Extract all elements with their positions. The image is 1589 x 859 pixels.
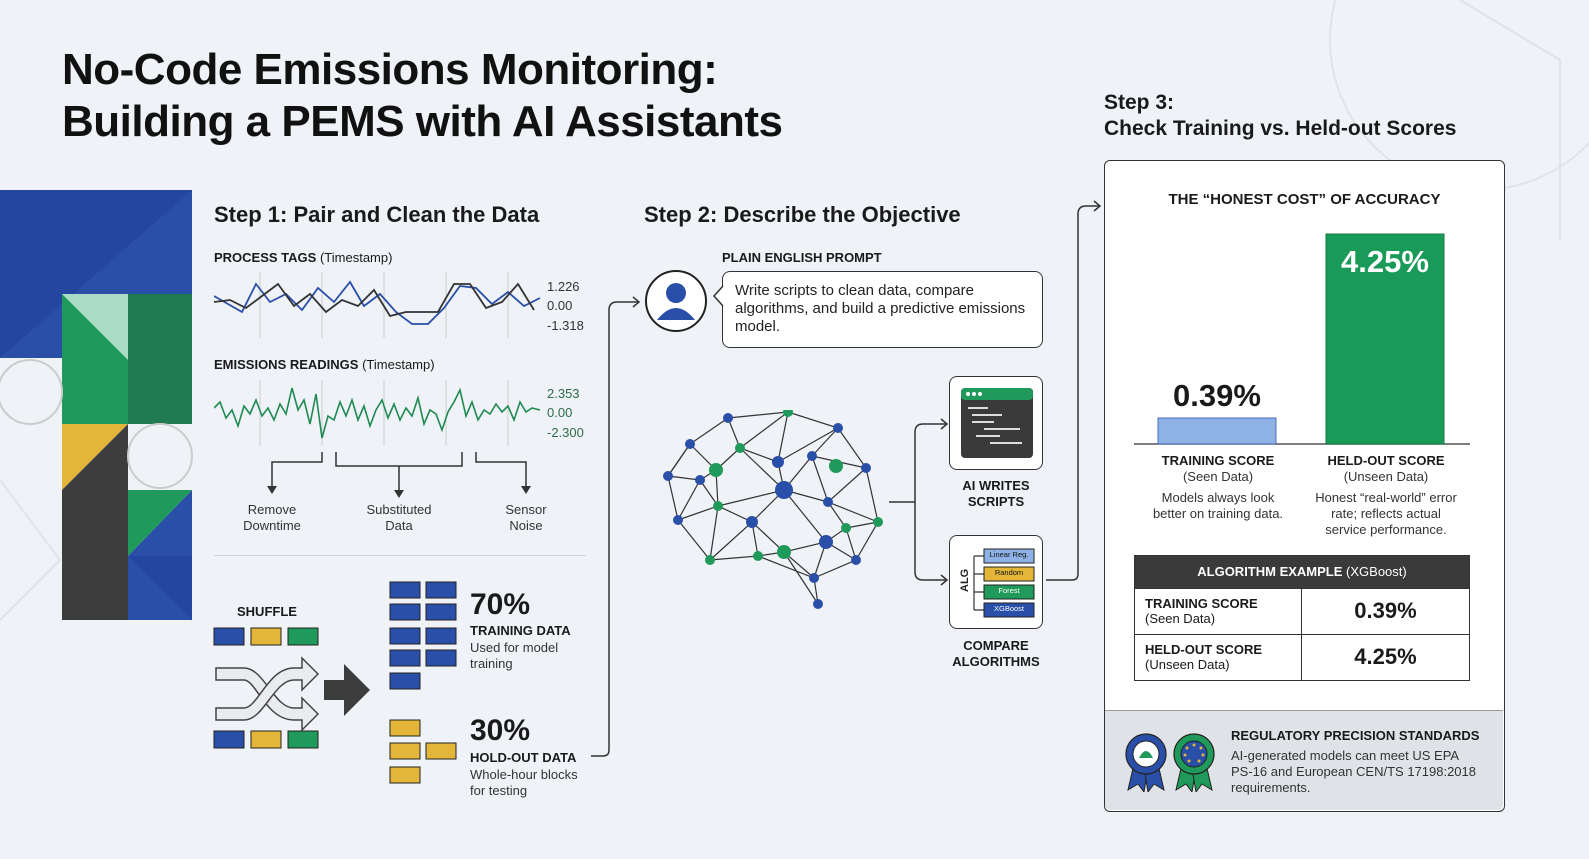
- branch-arrows: [889, 418, 949, 586]
- training-score-title: TRAINING SCORE: [1161, 453, 1275, 468]
- prompt-bubble: Write scripts to clean data, compare alg…: [722, 271, 1043, 348]
- emissions-readings-label: EMISSIONS READINGS (Timestamp): [214, 357, 435, 372]
- row-value: 4.25%: [1354, 644, 1417, 669]
- training-data-label: TRAINING DATA: [470, 623, 571, 638]
- emissions-tick-high: 2.353: [547, 386, 580, 401]
- regulatory-title: REGULATORY PRECISION STANDARDS: [1231, 728, 1480, 743]
- training-score-sub: (Seen Data): [1182, 469, 1254, 484]
- certification-badge-icons: [1125, 733, 1215, 792]
- process-tick-low: -1.318: [547, 318, 584, 333]
- algorithm-table-header: ALGORITHM EXAMPLE (XGBoost): [1135, 556, 1469, 588]
- row-label: TRAINING SCORE(Seen Data): [1135, 589, 1302, 634]
- honest-cost-title: THE “HONEST COST” OF ACCURACY: [1168, 191, 1441, 208]
- process-tick-zero: 0.00: [547, 298, 573, 313]
- shuffle-icon: [213, 627, 370, 749]
- user-avatar-icon: [645, 270, 707, 332]
- alg-side-label: ALG: [959, 569, 971, 592]
- emissions-tick-low: -2.300: [547, 425, 584, 440]
- holdout-blocks: [389, 719, 457, 784]
- holdout-percent: 30%: [470, 714, 531, 747]
- step2-heading: Step 2: Describe the Objective: [644, 202, 961, 227]
- shuffle-label: SHUFFLE: [237, 604, 297, 619]
- algo-forest: Forest: [998, 586, 1020, 595]
- process-tags-label: PROCESS TAGS (Timestamp): [214, 250, 393, 265]
- prompt-label: PLAIN ENGLISH PROMPT: [722, 250, 882, 265]
- emissions-tick-zero: 0.00: [547, 405, 573, 420]
- row-value: 0.39%: [1354, 598, 1417, 623]
- table-row: TRAINING SCORE(Seen Data) 0.39%: [1135, 588, 1469, 634]
- process-tags-chart: [214, 272, 541, 338]
- algo-random: Random: [994, 568, 1024, 577]
- step1-heading: Step 1: Pair and Clean the Data: [214, 202, 540, 227]
- training-blocks: [389, 581, 457, 690]
- divider: [214, 555, 586, 556]
- training-score-bar: [1157, 417, 1277, 445]
- neural-brain-icon: [663, 410, 883, 609]
- cleaning-brackets: [267, 452, 531, 498]
- held-out-score-bar: [1325, 233, 1445, 445]
- algo-xgboost: XGBoost: [993, 604, 1024, 613]
- regulatory-section: [1105, 710, 1503, 810]
- bubble-tail: [712, 285, 724, 307]
- holdout-data-label: HOLD-OUT DATA: [470, 750, 577, 765]
- title-line-1: No-Code Emissions Monitoring:: [62, 45, 718, 94]
- row-label: HELD-OUT SCORE(Unseen Data): [1135, 635, 1302, 680]
- emissions-chart: [214, 380, 541, 446]
- algorithm-example-table: ALGORITHM EXAMPLE (XGBoost) TRAINING SCO…: [1134, 555, 1470, 681]
- page-title: No-Code Emissions Monitoring: Building a…: [62, 44, 783, 148]
- ai-scripts-card: [949, 376, 1043, 470]
- connector-arrow-2: [1046, 200, 1102, 581]
- held-out-score-sub: (Unseen Data): [1343, 469, 1429, 484]
- training-score-value: 0.39%: [1173, 378, 1261, 413]
- compare-algorithms-card: ALG: [949, 535, 1043, 629]
- held-out-score-value: 4.25%: [1341, 244, 1429, 279]
- table-row: HELD-OUT SCORE(Unseen Data) 4.25%: [1135, 634, 1469, 680]
- process-tick-high: 1.226: [547, 279, 580, 294]
- algo-linear: Linear Reg.: [989, 550, 1029, 559]
- training-percent: 70%: [470, 588, 531, 621]
- held-out-score-title: HELD-OUT SCORE: [1327, 453, 1445, 468]
- title-line-2: Building a PEMS with AI Assistants: [62, 97, 783, 146]
- step3-heading: Step 3:Check Training vs. Held-out Score…: [1104, 91, 1457, 140]
- connector-arrow-1: [591, 296, 641, 757]
- score-bar-chart: 0.39% 4.25%: [1134, 233, 1470, 445]
- algorithm-list-icon: ALG: [959, 548, 1035, 618]
- code-window-icon: [961, 388, 1033, 458]
